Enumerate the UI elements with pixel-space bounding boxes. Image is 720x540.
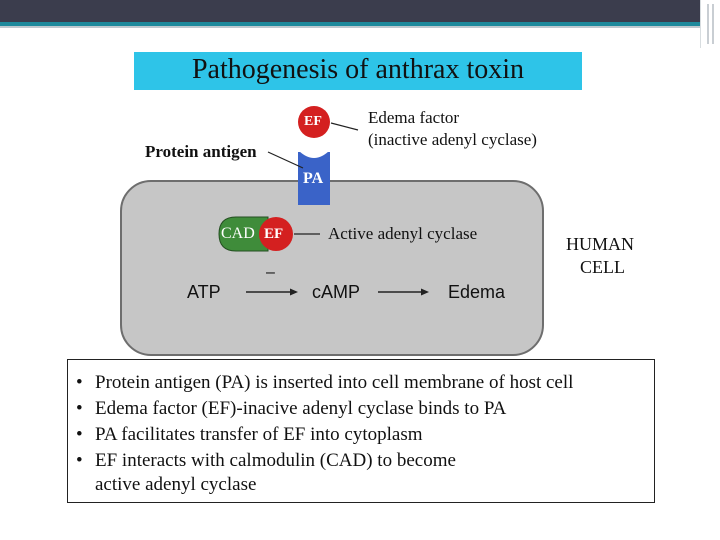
camp-label: cAMP [312,282,361,302]
active-adenyl-label: Active adenyl cyclase [328,224,478,243]
atp-camp-arrowhead [290,288,298,296]
minus-sign: – [266,264,275,281]
slide-title: Pathogenesis of anthrax toxin [191,54,525,85]
bullet-text: EF interacts with calmodulin (CAD) to be… [95,450,456,471]
edema-factor-title: Edema factor [368,108,460,127]
summary-box: • Protein antigen (PA) is inserted into … [67,359,655,503]
header-shadow-line [0,26,720,28]
bullet-text: Edema factor (EF)-inacive adenyl cyclase… [95,398,507,419]
cell-label: CELL [580,257,625,277]
corner-decoration [700,0,720,48]
title-banner: Pathogenesis of anthrax toxin [134,52,582,90]
bullet-text: Protein antigen (PA) is inserted into ce… [95,372,574,393]
bullet-text: PA facilitates transfer of EF into cytop… [95,424,423,445]
edema-factor-description: (inactive adenyl cyclase) [368,130,537,149]
human-cell [120,180,544,356]
atp-label: ATP [187,282,221,302]
bullet-dot: • [76,450,83,471]
ef-inner-label: EF [264,226,284,242]
bullet-dot: • [76,398,83,419]
ef-inner-circle [259,217,293,251]
protein-antigen-leader [267,151,304,169]
pa-binding-cup [298,140,330,158]
bullet-dot: • [76,424,83,445]
edema-label: Edema [448,282,506,302]
ef-top-label: EF [304,114,322,129]
edema-factor-leader [330,122,359,131]
header-band [0,0,720,22]
ef-top-circle [298,106,330,138]
human-label: HUMAN [566,234,635,254]
protein-antigen-label: Protein antigen [145,142,257,161]
header-accent-line [0,22,720,26]
cad-shape [218,216,269,252]
bullet-continuation-text: active adenyl cyclase [95,474,257,495]
camp-edema-arrowhead [421,288,429,296]
pa-channel [298,152,330,205]
cad-label: CAD [221,225,255,242]
pa-label: PA [303,170,324,187]
bullet-dot: • [76,372,83,393]
